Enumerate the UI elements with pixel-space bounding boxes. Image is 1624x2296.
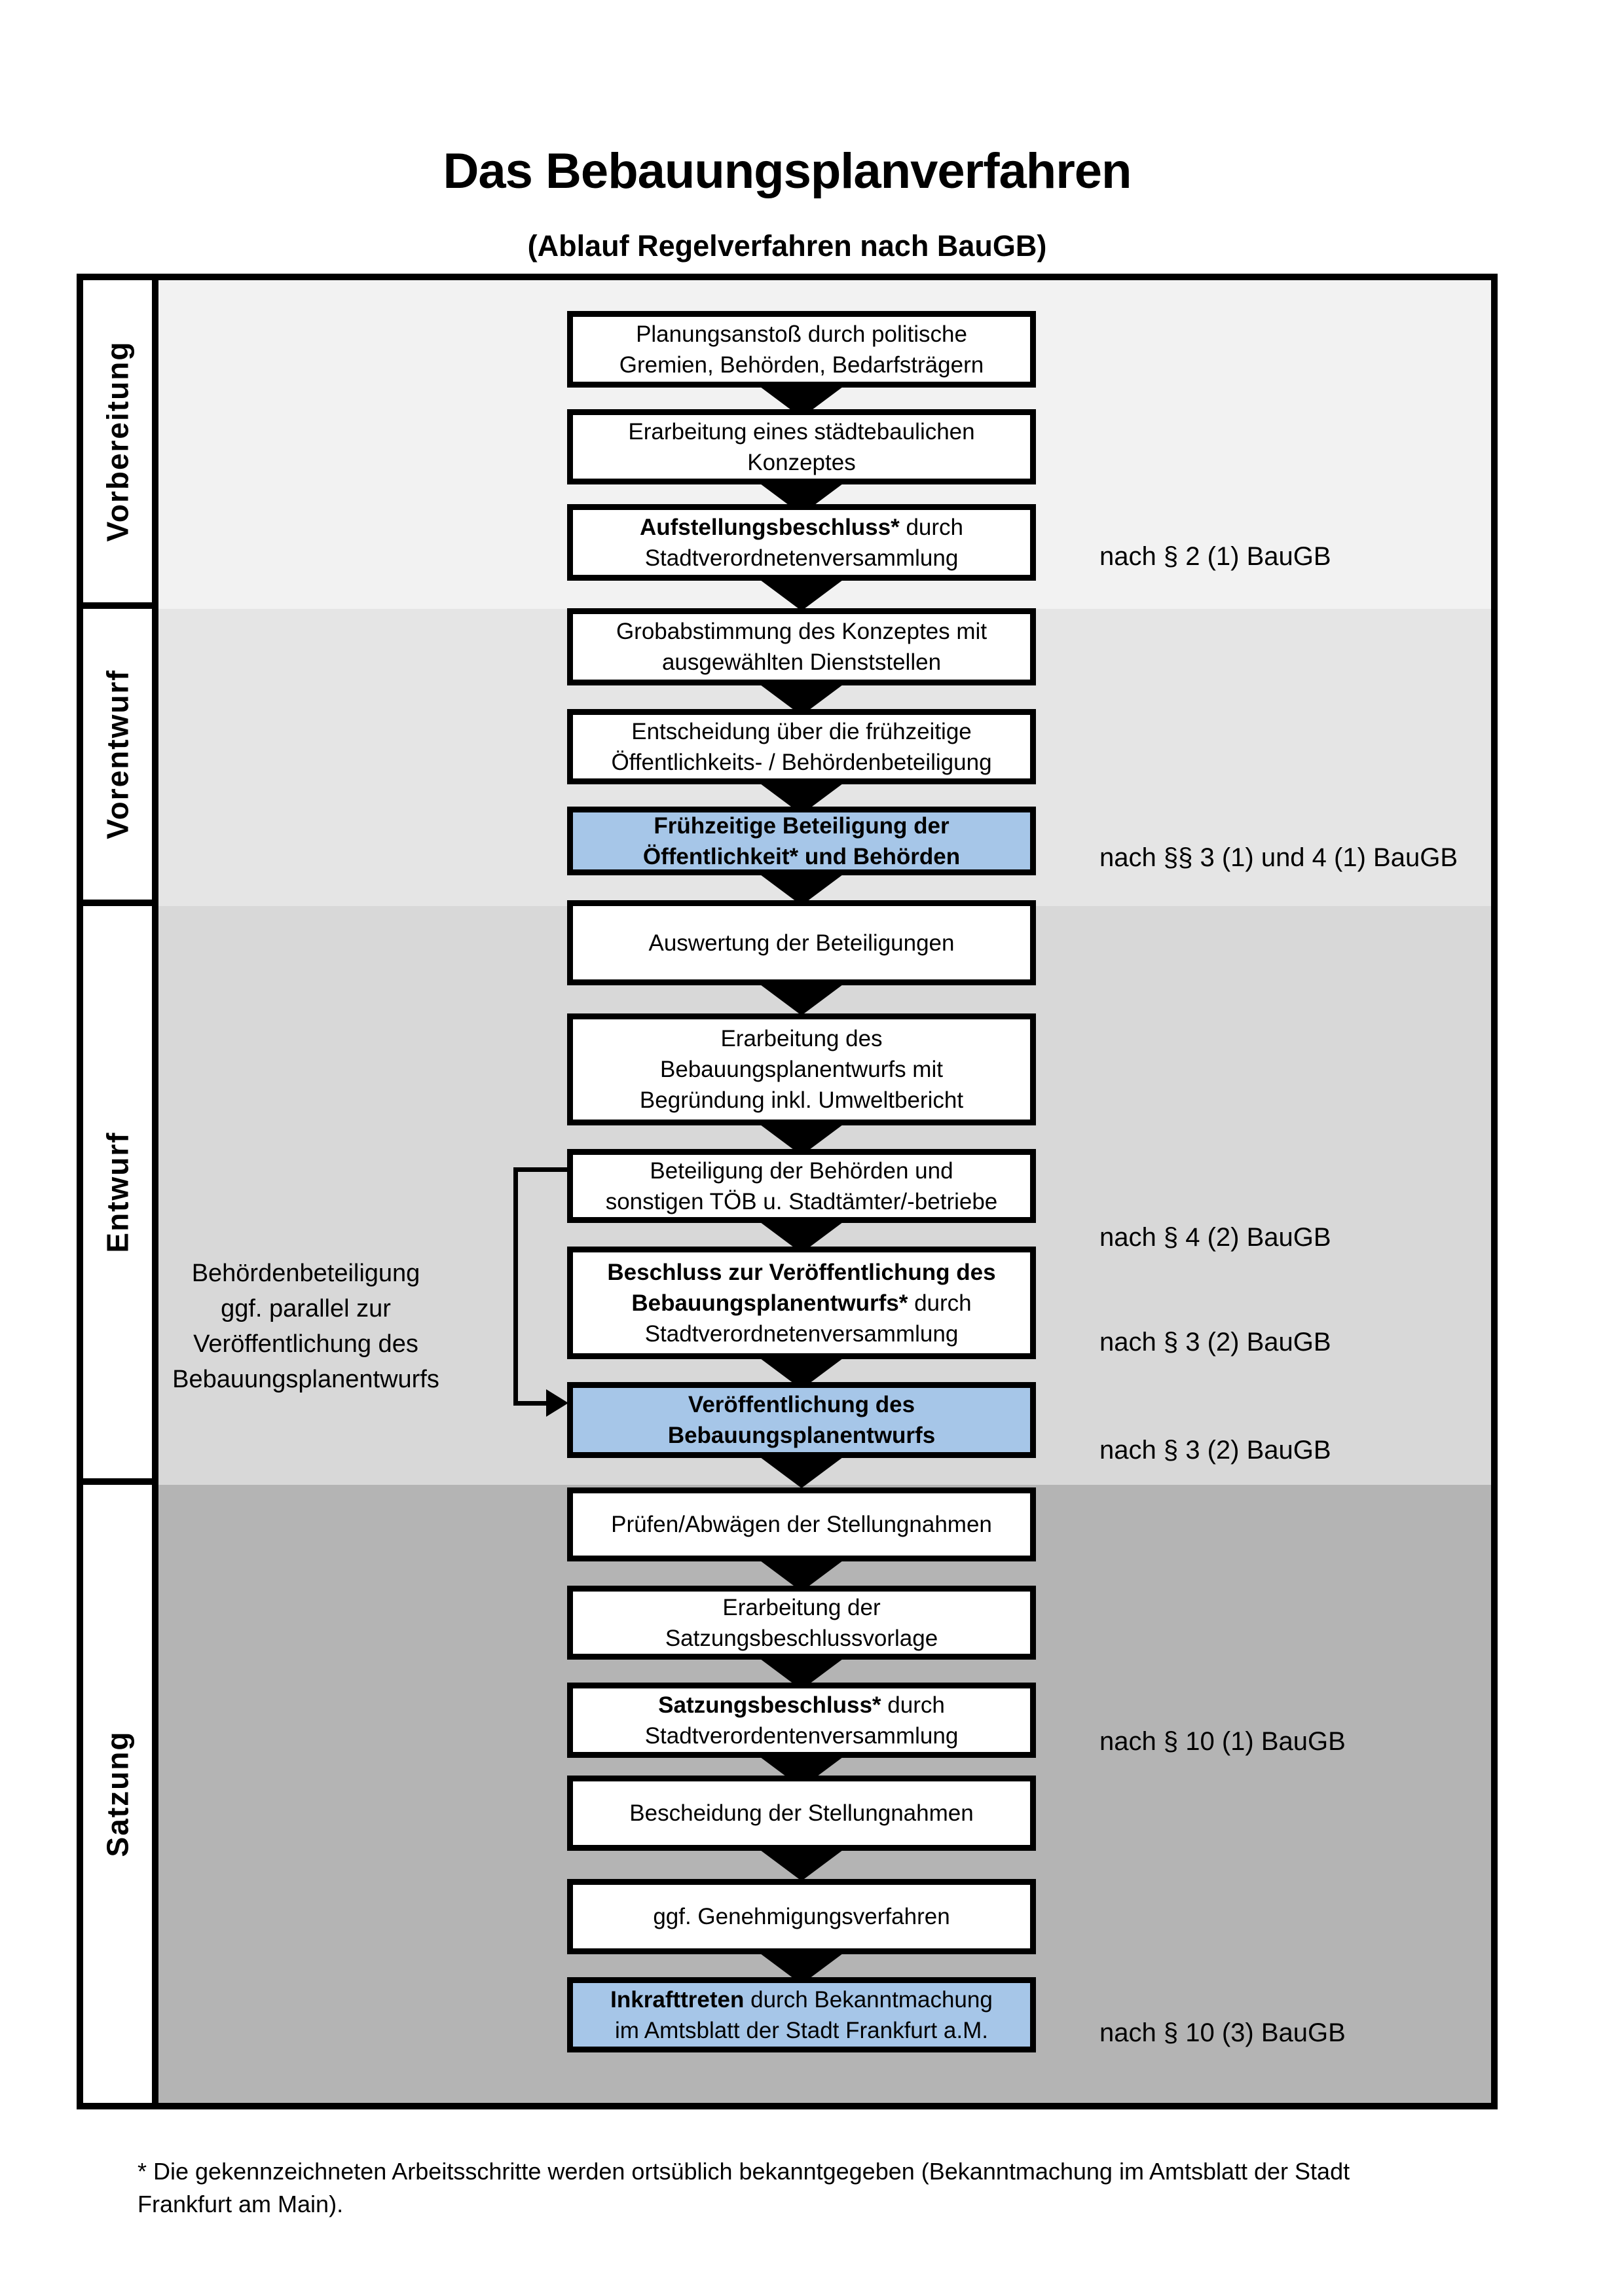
side-note-line: ggf. parallel zur	[221, 1295, 391, 1322]
flow-box-text: Erarbeitung der	[722, 1594, 881, 1620]
flow-box-pruefen-abwaegen: Prüfen/Abwägen der Stellungnahmen	[567, 1487, 1036, 1561]
phase-cell-entwurf: Entwurf	[83, 906, 152, 1485]
legal-annotation: nach § 3 (2) BauGB	[1099, 1328, 1331, 1357]
footnote: * Die gekennzeichneten Arbeitsschritte w…	[138, 2155, 1506, 2221]
connector-arrow-right-icon	[546, 1389, 568, 1417]
flow-box-text: Begründung inkl. Umweltbericht	[639, 1087, 964, 1113]
flow-box-text: Prüfen/Abwägen der Stellungnahmen	[611, 1512, 992, 1537]
flow-box-text: Entscheidung über die frühzeitige	[631, 718, 972, 744]
flow-box-text: ausgewählten Dienststellen	[661, 649, 942, 675]
flow-box-auswertung: Auswertung der Beteiligungen	[567, 900, 1036, 985]
flow-box-entwurf-erarbeitung: Erarbeitung des Bebauungsplanentwurfs mi…	[567, 1013, 1036, 1125]
flow-box-aufstellungsbeschluss: Aufstellungsbeschluss* durch Stadtverord…	[567, 504, 1036, 581]
side-note-line: Bebauungsplanentwurfs	[172, 1366, 439, 1393]
flow-box-inkrafttreten: Inkrafttreten durch Bekanntmachung im Am…	[567, 1977, 1036, 2052]
flow-box-text: ggf. Genehmigungsverfahren	[653, 1904, 950, 1929]
phase-label-entwurf: Entwurf	[100, 1131, 135, 1253]
phase-label-vorentwurf: Vorentwurf	[100, 669, 135, 839]
flow-box-bescheidung: Bescheidung der Stellungnahmen	[567, 1776, 1036, 1851]
flow-box-text: Satzungsbeschlussvorlage	[665, 1625, 938, 1651]
flow-box-text: Stadtverordnetenversammlung	[644, 545, 959, 571]
flow-box-veroeffentlichungsbeschluss: Beschluss zur Veröffentlichung des Bebau…	[567, 1247, 1036, 1359]
connector-line-bottom	[513, 1401, 549, 1406]
flow-box-planungsanstoss: Planungsanstoß durch politische Gremien,…	[567, 311, 1036, 388]
flow-box-text: Veröffentlichung des	[688, 1392, 915, 1417]
flow-box-text: Satzungsbeschluss* durch	[658, 1692, 945, 1718]
flow-box-text: Inkrafttreten durch Bekanntmachung	[610, 1986, 993, 2013]
flow-box-text: Konzeptes	[747, 449, 856, 475]
flow-box-entscheidung-beteiligung: Entscheidung über die frühzeitige Öffent…	[567, 709, 1036, 784]
flow-box-text: Bescheidung der Stellungnahmen	[629, 1800, 974, 1826]
flow-box-fruehzeitige-beteiligung: Frühzeitige Beteiligung der Öffentlichke…	[567, 807, 1036, 875]
connector-line-top	[513, 1167, 567, 1172]
flow-box-text: Auswertung der Beteiligungen	[648, 930, 955, 956]
flow-box-grobabstimmung: Grobabstimmung des Konzeptes mit ausgewä…	[567, 608, 1036, 685]
flow-box-text: Gremien, Behörden, Bedarfsträgern	[619, 352, 984, 378]
side-note-line: Veröffentlichung des	[193, 1330, 418, 1358]
side-note-line: Behördenbeteiligung	[191, 1260, 420, 1287]
diagram-canvas: Vorbereitung Vorentwurf Entwurf Satzung	[83, 280, 1491, 2103]
phase-cell-satzung: Satzung	[83, 1485, 152, 2103]
side-note: Behördenbeteiligung ggf. parallel zur Ve…	[122, 1256, 489, 1397]
flow-box-satzungsbeschluss: Satzungsbeschluss* durch Stadtverordente…	[567, 1683, 1036, 1758]
connector-line-vertical	[513, 1167, 518, 1406]
flow-box-text: Grobabstimmung des Konzeptes mit	[616, 619, 987, 644]
flow-box-text: Bebauungsplanentwurfs* durch	[631, 1290, 972, 1316]
page-title: Das Bebauungsplanverfahren	[443, 143, 1132, 199]
flow-box-text: Öffentlichkeits- / Behördenbeteiligung	[611, 749, 992, 775]
phase-column-divider	[152, 280, 158, 2103]
legal-annotation: nach § 2 (1) BauGB	[1099, 542, 1331, 571]
legal-annotation: nach § 10 (1) BauGB	[1099, 1727, 1346, 1756]
legal-annotation: nach § 10 (3) BauGB	[1099, 2018, 1346, 2047]
flow-box-text: Erarbeitung eines städtebaulichen	[628, 418, 975, 445]
legal-annotation: nach §§ 3 (1) und 4 (1) BauGB	[1099, 843, 1458, 872]
flow-box-veroeffentlichung: Veröffentlichung des Bebauungsplanentwur…	[567, 1382, 1036, 1458]
flow-box-text: Planungsanstoß durch politische	[636, 321, 967, 347]
flow-box-genehmigungsverfahren: ggf. Genehmigungsverfahren	[567, 1879, 1036, 1954]
legal-annotation: nach § 3 (2) BauGB	[1099, 1436, 1331, 1465]
footnote-line: Frankfurt am Main).	[138, 2191, 344, 2217]
flow-box-text: Stadtverordnetenversammlung	[644, 1321, 959, 1347]
flow-box-text: Bebauungsplanentwurfs mit	[660, 1057, 943, 1082]
flow-box-behoerdenbeteiligung: Beteiligung der Behörden und sonstigen T…	[567, 1149, 1036, 1223]
phase-cell-vorentwurf: Vorentwurf	[83, 609, 152, 906]
phase-label-satzung: Satzung	[100, 1730, 135, 1857]
legal-annotation: nach § 4 (2) BauGB	[1099, 1223, 1331, 1252]
page-subtitle: (Ablauf Regelverfahren nach BauGB)	[527, 229, 1047, 263]
flow-box-text: im Amtsblatt der Stadt Frankfurt a.M.	[615, 2017, 988, 2043]
flow-box-text: Beteiligung der Behörden und	[650, 1157, 953, 1184]
flow-box-text: Bebauungsplanentwurfs	[667, 1423, 936, 1448]
phase-cell-vorbereitung: Vorbereitung	[83, 280, 152, 609]
diagram-frame: Vorbereitung Vorentwurf Entwurf Satzung	[77, 274, 1498, 2109]
flow-box-text: Erarbeitung des	[720, 1026, 883, 1051]
phase-label-vorbereitung: Vorbereitung	[100, 340, 135, 542]
flow-box-text: Aufstellungsbeschluss* durch	[639, 514, 964, 540]
flow-box-text: sonstigen TÖB u. Stadtämter/-betriebe	[605, 1188, 998, 1214]
flow-box-satzungsvorlage: Erarbeitung der Satzungsbeschlussvorlage	[567, 1586, 1036, 1660]
flow-box-text: Stadtverordentenversammlung	[644, 1722, 959, 1749]
flow-box-text: Beschluss zur Veröffentlichung des	[607, 1259, 996, 1285]
flow-box-text: Frühzeitige Beteiligung der	[654, 812, 950, 839]
flow-box-text: Öffentlichkeit* und Behörden	[642, 843, 961, 869]
footnote-line: * Die gekennzeichneten Arbeitsschritte w…	[138, 2158, 1350, 2185]
flow-box-staedtebauliches-konzept: Erarbeitung eines städtebaulichen Konzep…	[567, 409, 1036, 484]
